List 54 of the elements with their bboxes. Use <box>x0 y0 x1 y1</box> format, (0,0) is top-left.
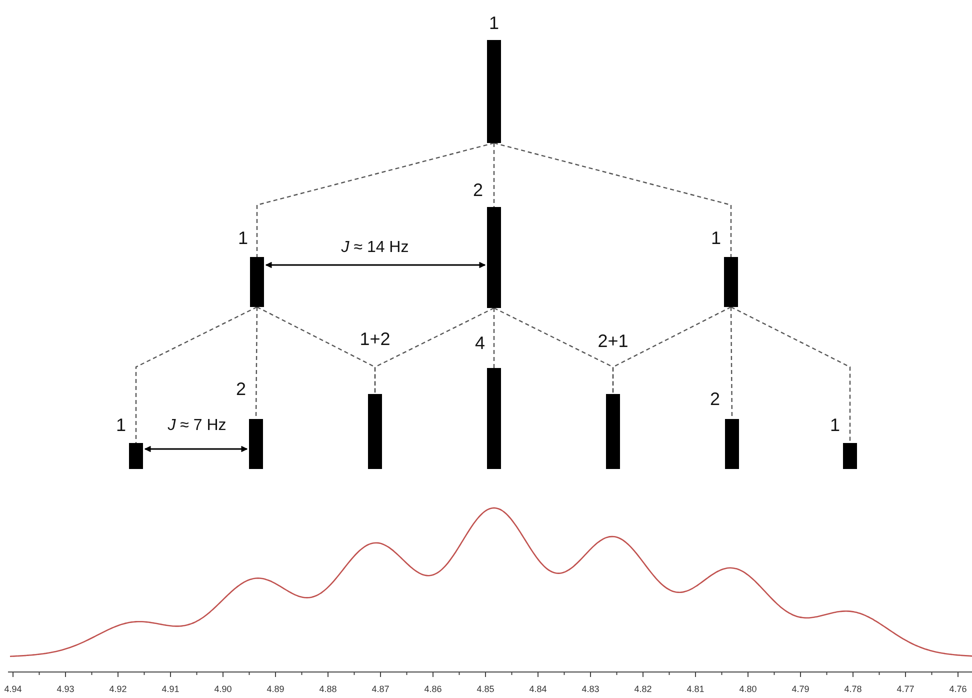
intensity-label: 4 <box>475 334 486 352</box>
intensity-bar <box>487 40 501 143</box>
intensity-bar <box>487 207 501 308</box>
axis-tick-label: 4.92 <box>109 684 127 694</box>
intensity-bar <box>250 257 264 307</box>
axis-tick-label: 4.89 <box>266 684 284 694</box>
axis-tick-label: 4.76 <box>949 684 967 694</box>
axis-tick-label: 4.87 <box>372 684 390 694</box>
intensity-bar <box>487 368 501 469</box>
axis-tick-label: 4.93 <box>56 684 74 694</box>
intensity-label: 2+1 <box>598 332 628 350</box>
dashed-connector <box>493 143 495 207</box>
intensity-bar <box>129 443 143 469</box>
double-arrow <box>265 262 486 268</box>
axis-tick-label: 4.81 <box>686 684 704 694</box>
dashed-connector <box>135 306 258 443</box>
axis-tick-label: 4.85 <box>476 684 494 694</box>
dashed-connector <box>494 142 732 257</box>
axis-tick-label: 4.94 <box>4 684 22 694</box>
intensity-bar <box>725 419 739 469</box>
axis-tick-label: 4.82 <box>634 684 652 694</box>
intensity-label: 1 <box>830 416 840 434</box>
dashed-connector <box>612 306 732 394</box>
axis-tick-label: 4.91 <box>162 684 180 694</box>
axis-tick-label: 4.88 <box>319 684 337 694</box>
intensity-bar <box>606 394 620 469</box>
axis-tick-label: 4.84 <box>529 684 547 694</box>
axis-tick-label: 4.77 <box>896 684 914 694</box>
intensity-bar <box>249 419 263 469</box>
dashed-connector <box>374 307 494 394</box>
intensity-bar <box>368 394 382 469</box>
dashed-connector <box>730 306 851 443</box>
intensity-label: 1 <box>489 14 499 32</box>
intensity-label: 1 <box>711 229 722 247</box>
intensity-label: 2 <box>710 390 720 408</box>
dashed-connector <box>256 142 494 257</box>
axis-tick-label: 4.80 <box>739 684 757 694</box>
dashed-connector <box>730 307 733 419</box>
double-arrow <box>144 446 248 452</box>
intensity-label: 2 <box>236 380 246 398</box>
intensity-label: 1 <box>116 416 126 434</box>
axis-tick-label: 4.86 <box>424 684 442 694</box>
axis-tick-label: 4.90 <box>214 684 232 694</box>
intensity-label: 2 <box>473 181 484 199</box>
dashed-connector <box>255 307 258 419</box>
intensity-bar <box>724 257 738 307</box>
dashed-connector <box>493 308 495 368</box>
intensity-label: 1 <box>238 229 248 247</box>
intensity-bar <box>843 443 857 469</box>
axis-tick-label: 4.83 <box>582 684 600 694</box>
intensity-label: 1+2 <box>360 330 390 348</box>
axis-tick-label: 4.79 <box>792 684 810 694</box>
axis-tick-label: 4.78 <box>844 684 862 694</box>
dashed-connector <box>256 306 376 394</box>
